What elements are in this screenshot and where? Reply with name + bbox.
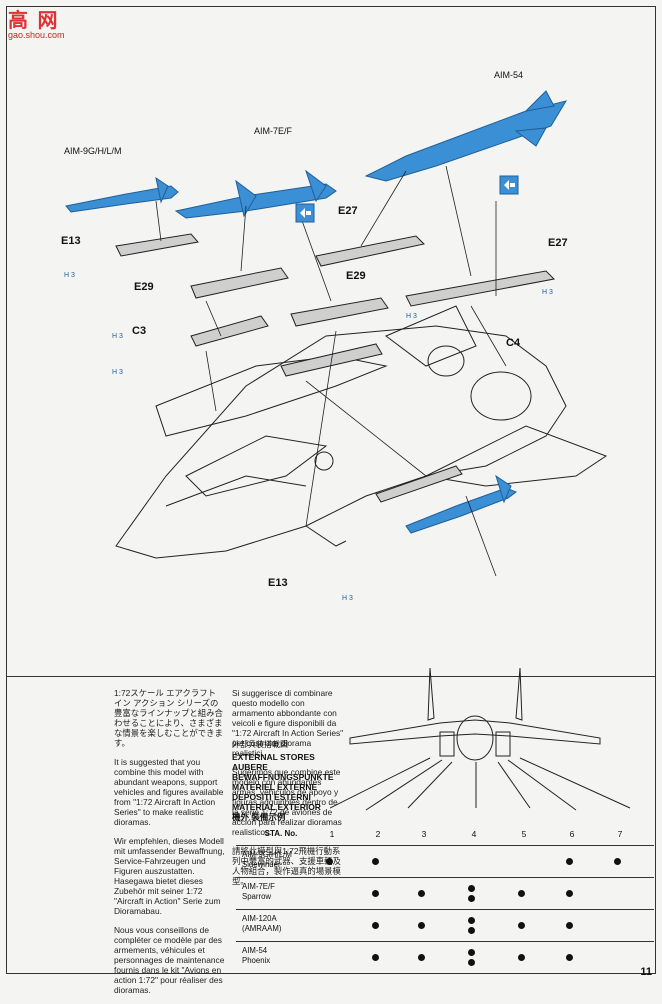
- pylon-e29-center: [290, 297, 389, 327]
- station-dot: [518, 954, 525, 961]
- station-dot: [418, 890, 425, 897]
- missile-aim54: [364, 90, 568, 182]
- station-dot: [566, 890, 573, 897]
- store-label: AIM-9G/H/L/M Sidewinder: [242, 850, 292, 869]
- station-number-2: 2: [375, 829, 381, 839]
- diorama-notes-left: 1:72スケール エアクラフト イン アクション シリーズの豊富なラインナップと…: [114, 688, 226, 1004]
- station-dot: [468, 885, 475, 892]
- note-zh: 請將此模型與1:72飛機行動系列中豐富的武器、支援車輛及人物組合，製作逼真的場景…: [232, 846, 341, 886]
- stores-table: STA. No. 1 2 3 4 5 6 7 AIM-9G/H/L/M Sidewinder…: [236, 823, 654, 973]
- station-number-6: 6: [569, 829, 575, 839]
- store-label: AIM-7E/F Sparrow: [242, 882, 275, 901]
- station-dot: [372, 890, 379, 897]
- store-label: AIM-54 Phoenix: [242, 946, 271, 965]
- logo-mark: 高 网: [8, 10, 60, 32]
- station-dot: [468, 959, 475, 966]
- label-c4: C4: [506, 337, 521, 349]
- station-number-1: 1: [329, 829, 335, 839]
- label-h3-d: H 3: [112, 333, 123, 340]
- sta-label: STA. No.: [264, 829, 298, 838]
- label-c3: C3: [132, 325, 146, 337]
- label-h3-e: H 3: [112, 369, 123, 376]
- station-dot: [372, 858, 379, 865]
- pylon-lower: [375, 465, 463, 503]
- external-stores-heading: 外部兵装搭載図 EXTERNAL STORES AUBERE BEWAFFNUN…: [232, 740, 344, 822]
- note-jp: 1:72スケール エアクラフト イン アクション シリーズの豊富なラインナップと…: [114, 688, 223, 748]
- table-row: AIM-120A (AMRAAM): [236, 909, 654, 941]
- logo-url: gao.shou.com: [8, 30, 65, 40]
- station-dot: [468, 895, 475, 902]
- stores-heading-multilang: EXTERNAL STORES AUBERE BEWAFFNUNGSPUNKTE…: [232, 752, 334, 822]
- station-dot: [614, 858, 621, 865]
- label-h3-b: H 3: [406, 313, 417, 320]
- station-dot: [566, 858, 573, 865]
- station-number-7: 7: [617, 829, 623, 839]
- note-es: Sugerimos que combine este modelo con ab…: [232, 767, 342, 837]
- label-h3-f: H 3: [342, 595, 353, 602]
- station-number-3: 3: [421, 829, 427, 839]
- pylon-e27-right: [405, 270, 556, 307]
- station-number-4: 4: [471, 829, 477, 839]
- table-row: AIM-7E/F Sparrow: [236, 877, 654, 909]
- station-dot: [372, 954, 379, 961]
- label-h3-c: H 3: [542, 289, 553, 296]
- station-dot: [326, 858, 333, 865]
- label-e13-top: E13: [61, 235, 81, 247]
- note-it: Si suggerisce di combinare questo modell…: [232, 688, 344, 758]
- missile-aim9: [65, 176, 179, 213]
- note-de: Wir empfehlen, dieses Modell mit umfasse…: [114, 836, 225, 916]
- assembly-diagram: AIM-54 AIM-7E/F AIM-9G/H/L/M E13 E27 E27…: [61, 70, 608, 602]
- page-frame: [6, 6, 656, 974]
- label-e27-right: E27: [548, 237, 568, 249]
- table-row: AIM-9G/H/L/M Sidewinder: [236, 845, 654, 877]
- station-dot: [468, 917, 475, 924]
- store-label: AIM-120A (AMRAAM): [242, 914, 282, 933]
- label-aim9: AIM-9G/H/L/M: [64, 146, 122, 156]
- station-dot: [566, 954, 573, 961]
- page-number: 11: [640, 966, 652, 978]
- label-e13-bottom: E13: [268, 577, 288, 589]
- stores-table-header: STA. No. 1 2 3 4 5 6 7: [236, 823, 654, 845]
- label-aim54: AIM-54: [494, 70, 523, 80]
- pylons: [115, 233, 556, 503]
- section-divider: [6, 676, 656, 677]
- missile-aim7: [174, 169, 337, 219]
- stores-heading-jp: 外部兵装搭載図: [232, 740, 288, 749]
- table-row: AIM-54 Phoenix: [236, 941, 654, 973]
- station-dot: [518, 890, 525, 897]
- label-h3-a: H 3: [64, 272, 75, 279]
- direction-arrows: [295, 175, 519, 223]
- station-dot: [468, 949, 475, 956]
- station-dot: [372, 922, 379, 929]
- front-view-diagram: [330, 667, 631, 811]
- station-dot: [518, 922, 525, 929]
- note-fr: Nous vous conseillons de compléter ce mo…: [114, 925, 225, 995]
- station-dot: [468, 927, 475, 934]
- station-number-5: 5: [521, 829, 527, 839]
- pylon-e13-top: [115, 233, 199, 257]
- note-en: It is suggested that you combine this mo…: [114, 757, 224, 827]
- label-aim7: AIM-7E/F: [254, 126, 293, 136]
- site-logo: 高 网 gao.shou.com: [8, 4, 68, 40]
- missile-lower-sidewinder: [405, 474, 518, 534]
- label-e27-left: E27: [338, 205, 358, 217]
- label-e29-left: E29: [134, 281, 154, 293]
- pylon-c3: [190, 315, 269, 347]
- diorama-notes-right: Si suggerisce di combinare questo modell…: [232, 688, 344, 895]
- station-dot: [418, 954, 425, 961]
- pylon-e27-left: [315, 235, 426, 267]
- label-e29-center: E29: [346, 270, 366, 282]
- pylon-e29-left: [190, 267, 289, 299]
- station-dot: [418, 922, 425, 929]
- station-dot: [566, 922, 573, 929]
- aircraft-body: [115, 305, 608, 559]
